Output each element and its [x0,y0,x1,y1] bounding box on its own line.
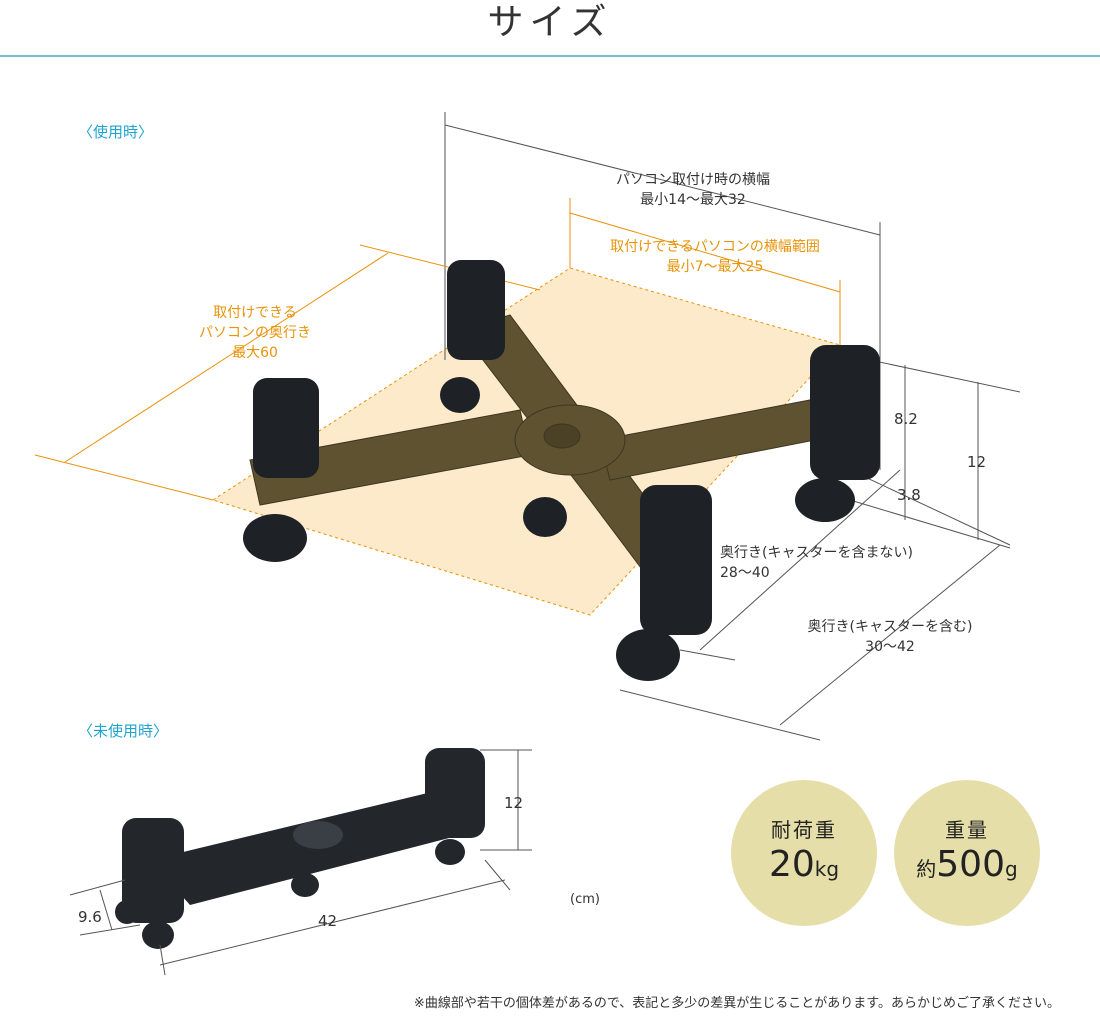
width-range-title: 取付けできるパソコンの横幅範囲 [610,239,820,255]
spec-label: 耐荷重 [771,818,837,842]
depth-with-caster-title: 奥行き(キャスターを含む) [807,619,973,635]
depth-no-caster-title: 奥行き(キャスターを含まない) [720,545,913,561]
disclaimer-note: ※曲線部や若干の個体差があるので、表記と多少の差異が生じることがあります。あらか… [413,996,1060,1011]
width-mounted-title: パソコン取付け時の横幅 [616,172,770,188]
stand-in-use [249,314,816,581]
depth-pc-value: 最大60 [232,345,278,361]
spec-value: 500 [936,844,1005,885]
section-not-in-use: 〈未使用時〉 [78,722,169,740]
spec-load-capacity: 耐荷重 20kg [731,780,877,926]
spec-unit: g [1005,857,1018,881]
spec-prefix: 約 [916,857,937,881]
page-title: サイズ [487,2,613,43]
caster-height-value: 3.8 [897,486,921,504]
depth-pc-line1: 取付けできる [213,305,297,321]
unit-label: (cm) [570,892,600,907]
spec-unit: kg [814,857,840,881]
folded-dimension-lines [69,749,532,976]
section-in-use: 〈使用時〉 [78,123,154,141]
width-range-label: 取付けできるパソコンの横幅範囲 最小7〜最大25 [610,237,820,277]
casters [243,377,855,681]
depth-with-caster-value: 30〜42 [865,639,915,655]
height-body-value: 8.2 [894,410,918,428]
folded-length-value: 42 [318,912,338,930]
caps [253,260,880,635]
depth-no-caster-value: 28〜40 [720,565,770,581]
depth-with-caster-label: 奥行き(キャスターを含む) 30〜42 [808,617,973,657]
depth-pc-line2: パソコンの奥行き [199,325,311,341]
width-mounted-label: パソコン取付け時の横幅 最小14〜最大32 [616,170,770,210]
spec-value: 20 [768,844,815,885]
stand-folded [115,748,485,949]
dimension-lines [444,112,1021,741]
height-total-value: 12 [967,453,987,471]
folded-width-value: 9.6 [78,908,102,926]
width-range-value: 最小7〜最大25 [666,259,764,275]
depth-no-caster-label: 奥行き(キャスターを含まない) 28〜40 [720,543,913,583]
width-mounted-value: 最小14〜最大32 [640,192,746,208]
title-divider [0,55,1100,57]
depth-pc-label: 取付けできる パソコンの奥行き 最大60 [199,303,311,363]
spec-weight: 重量 約500g [894,780,1040,926]
folded-height-value: 12 [504,794,524,812]
spec-label: 重量 [945,818,989,842]
